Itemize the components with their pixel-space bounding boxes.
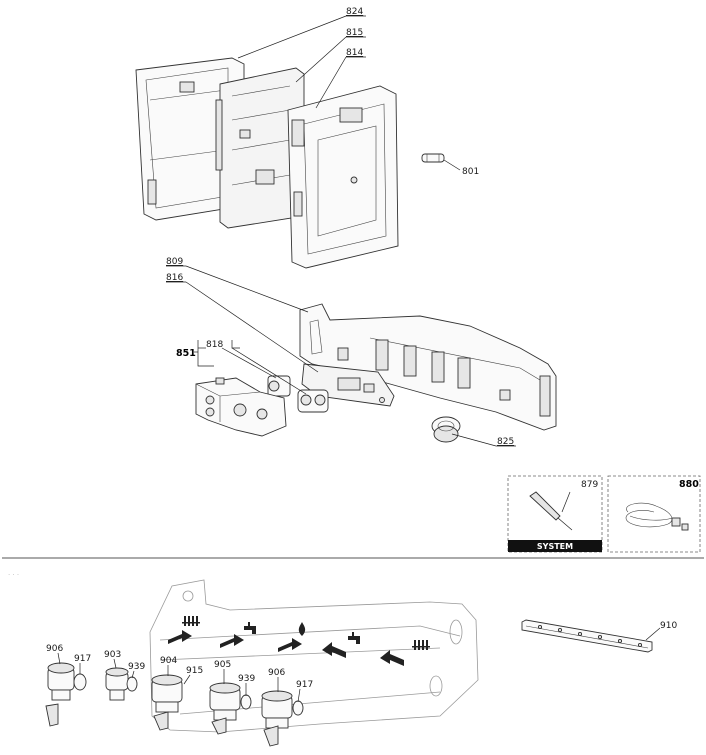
- label-879: 879: [581, 480, 598, 490]
- label-851: 851: [176, 348, 196, 359]
- label-917-left: 917: [74, 654, 91, 664]
- label-818: 818: [206, 340, 223, 350]
- label-801: 801: [462, 167, 479, 177]
- label-903: 903: [104, 650, 121, 660]
- connector-818[interactable]: [267, 375, 329, 413]
- tap-icon: [244, 622, 256, 634]
- faded-mark: · · ·: [8, 571, 19, 579]
- valve-906-right[interactable]: [261, 690, 304, 747]
- label-939-right: 939: [238, 674, 255, 684]
- inset-880-cable: 880: [607, 475, 701, 553]
- label-815: 815: [346, 28, 363, 38]
- gas-flame-icon: [298, 622, 306, 636]
- knob-825[interactable]: [431, 416, 461, 443]
- flow-arrow-5: [380, 650, 404, 666]
- label-824: 824: [346, 7, 363, 17]
- label-915: 915: [186, 666, 203, 676]
- mounting-frame-ghost: [149, 579, 479, 733]
- radiator-icon: [182, 616, 200, 626]
- flow-arrow-3: [278, 638, 302, 652]
- label-906-right: 906: [268, 668, 285, 678]
- flow-arrow-2: [220, 634, 244, 648]
- tap-icon: [348, 632, 360, 644]
- front-cover-814[interactable]: [287, 85, 399, 269]
- label-910: 910: [660, 621, 677, 631]
- radiator-icon: [412, 640, 430, 650]
- label-905: 905: [214, 660, 231, 670]
- fuse-801[interactable]: [421, 153, 445, 163]
- label-904: 904: [160, 656, 177, 666]
- inset-879-system: SYSTEM 879: [507, 475, 603, 553]
- fitting-903[interactable]: [105, 667, 138, 701]
- relay-block-851[interactable]: [195, 377, 287, 437]
- label-814: 814: [346, 48, 363, 58]
- label-906-left: 906: [46, 644, 63, 654]
- label-880: 880: [679, 479, 699, 490]
- screwdriver-tool-879[interactable]: [529, 491, 573, 531]
- flow-arrow-4: [322, 642, 346, 658]
- system-badge: SYSTEM: [537, 542, 573, 551]
- bottom-tray-809[interactable]: [299, 303, 557, 431]
- mounting-rail-910[interactable]: [521, 619, 653, 653]
- valve-905[interactable]: [209, 682, 252, 735]
- label-825: 825: [497, 437, 514, 447]
- label-917-right: 917: [296, 680, 313, 690]
- label-809: 809: [166, 257, 183, 267]
- valve-906-left[interactable]: [45, 662, 87, 727]
- label-816: 816: [166, 273, 183, 283]
- flow-arrow-1: [168, 630, 192, 644]
- label-939-left: 939: [128, 662, 145, 672]
- cable-harness-880[interactable]: [625, 502, 689, 531]
- valve-904[interactable]: [151, 674, 183, 731]
